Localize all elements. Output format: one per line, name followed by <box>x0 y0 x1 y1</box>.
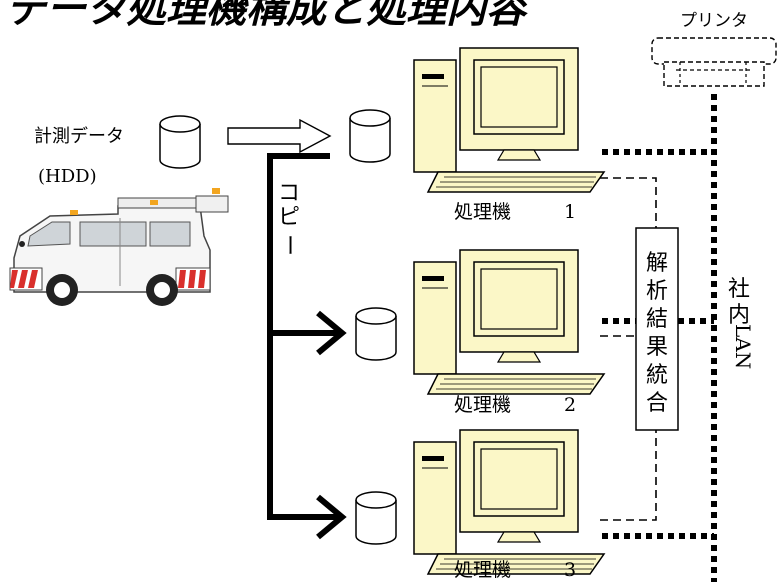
copy-label: コ ピ ー <box>276 181 301 256</box>
transfer-arrow <box>227 118 332 154</box>
analysis-integration-box <box>635 227 679 431</box>
svg-text:解: 解 <box>646 251 668 276</box>
svg-text:1: 1 <box>564 201 576 223</box>
processor-1-label: 処理機 1 <box>454 201 576 223</box>
svg-text:LAN: LAN <box>731 324 755 369</box>
processor-1-disk-icon <box>349 109 391 163</box>
svg-text:ー: ー <box>276 234 301 256</box>
diagram-title: データ処理機構成と処理内容 <box>6 0 531 32</box>
processor-1-computer-icon <box>413 47 605 193</box>
processor-3-computer-icon <box>413 429 605 575</box>
svg-text:2: 2 <box>564 394 576 416</box>
svg-text:結: 結 <box>646 307 668 332</box>
analysis-integration-label: 解 析 結 果 統 合 <box>646 251 668 416</box>
svg-text:コ: コ <box>278 181 300 206</box>
lan-label: 社 内 LAN <box>728 277 755 369</box>
lan-network <box>602 94 717 582</box>
svg-text:処理機: 処理機 <box>454 559 511 581</box>
printer-icon <box>651 37 777 87</box>
processor-3-disk-icon <box>355 491 397 545</box>
svg-text:社: 社 <box>728 277 750 302</box>
svg-text:果: 果 <box>646 335 668 360</box>
copy-bracket <box>267 153 347 540</box>
svg-text:内: 内 <box>728 303 750 328</box>
svg-text:合: 合 <box>646 391 668 416</box>
hdd-source-icon <box>159 115 201 169</box>
processor-2-computer-icon <box>413 249 605 395</box>
printer-label: プリンタ <box>680 11 748 31</box>
svg-text:析: 析 <box>646 279 668 304</box>
svg-text:処理機: 処理機 <box>454 201 511 223</box>
processor-2-label: 処理機 2 <box>454 394 576 416</box>
measurement-data-label: 計測データ <box>34 126 124 147</box>
processor-3-label: 処理機 3 <box>454 559 576 581</box>
survey-van-icon <box>9 188 229 306</box>
hdd-label: (HDD) <box>38 166 97 187</box>
svg-text:処理機: 処理機 <box>454 394 511 416</box>
svg-text:統: 統 <box>646 363 668 388</box>
svg-text:3: 3 <box>564 559 576 581</box>
integration-links <box>600 177 657 521</box>
svg-text:ピ: ピ <box>278 205 300 230</box>
processor-2-disk-icon <box>355 307 397 361</box>
